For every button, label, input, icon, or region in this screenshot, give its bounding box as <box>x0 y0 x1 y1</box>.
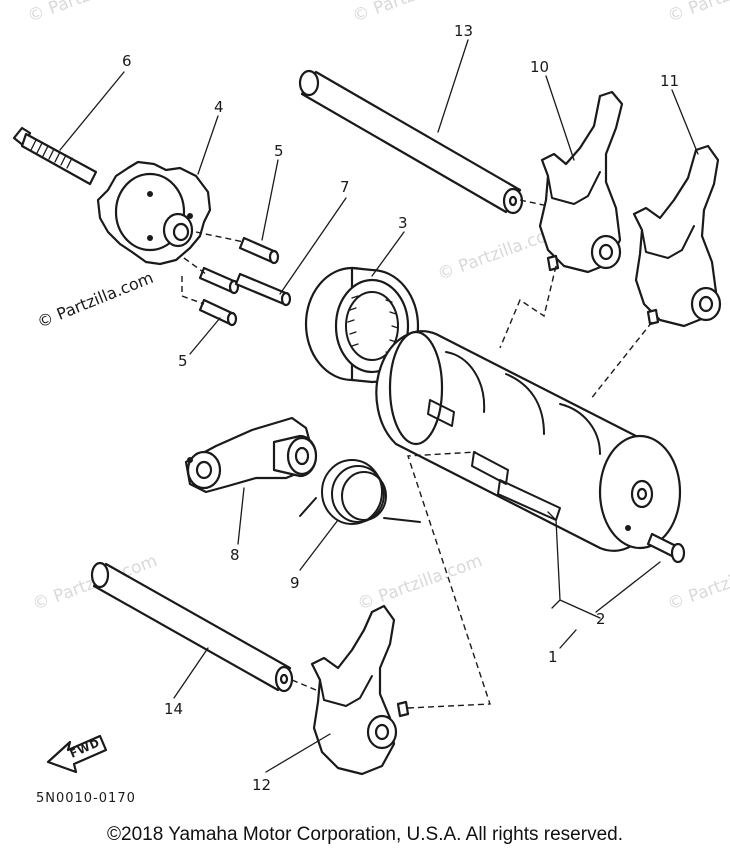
leader-lines <box>59 39 699 773</box>
watermark-low-center: © Partzilla.com <box>355 551 485 615</box>
callout-11: 10 <box>530 58 549 76</box>
watermark-top-left: © Partzilla.com <box>25 0 155 27</box>
guide-shaft-14-to-fork <box>291 679 317 691</box>
callout-3: 3 <box>398 214 408 232</box>
callout-labels: 6 4 5 7 5 3 13 10 11 2 1 8 9 14 12 <box>122 22 679 794</box>
part-11-shift-fork <box>538 90 624 274</box>
copyright-footer: ©2018 Yamaha Motor Corporation, U.S.A. A… <box>107 824 623 845</box>
part-3-bearing <box>304 266 420 384</box>
guide-fork-10-to-drum <box>407 451 491 709</box>
part-12-shift-fork <box>632 144 722 328</box>
watermark-prominent: © Partzilla.com <box>34 268 156 332</box>
callout-4: 4 <box>214 98 224 116</box>
part-8-stopper-lever <box>184 416 318 494</box>
part-5-pin-lower <box>198 298 238 327</box>
guide-fork-12-to-drum <box>589 321 653 401</box>
part-4-segment <box>96 160 212 266</box>
part-2-screw <box>646 532 686 564</box>
part-14-shaft-lower <box>90 561 294 693</box>
callout-8: 8 <box>230 546 240 564</box>
guide-fork-11-to-drum <box>499 265 557 349</box>
callout-2: 2 <box>596 610 606 628</box>
callout-6: 7 <box>340 178 350 196</box>
guide-segment-to-pins <box>181 231 245 305</box>
part-7-bolt <box>12 126 98 186</box>
callout-10: 12 <box>252 776 271 794</box>
part-9-torsion-spring <box>299 459 421 525</box>
watermark-top-right: © Partzilla.com <box>665 0 730 27</box>
callout-14: 14 <box>164 700 183 718</box>
callout-7: 6 <box>122 52 132 70</box>
part-13-shaft-upper <box>298 69 524 215</box>
part-6-dowel-pins <box>198 266 292 307</box>
callout-1: 1 <box>548 648 558 666</box>
callout-5-lower: 5 <box>178 352 188 370</box>
fwd-arrow-icon: FWD <box>46 734 108 774</box>
diagram-code: 5N0010-0170 <box>36 791 136 806</box>
part-1-shift-drum <box>375 330 682 552</box>
callout-13: 13 <box>454 22 473 40</box>
guide-shaft-13-to-fork <box>519 199 549 207</box>
drum-bracket <box>547 511 601 619</box>
part-10-shift-fork <box>310 604 410 776</box>
callout-12: 11 <box>660 72 679 90</box>
part-5-pin-upper <box>238 236 280 265</box>
callout-9: 9 <box>290 574 300 592</box>
callout-5-upper: 5 <box>274 142 284 160</box>
